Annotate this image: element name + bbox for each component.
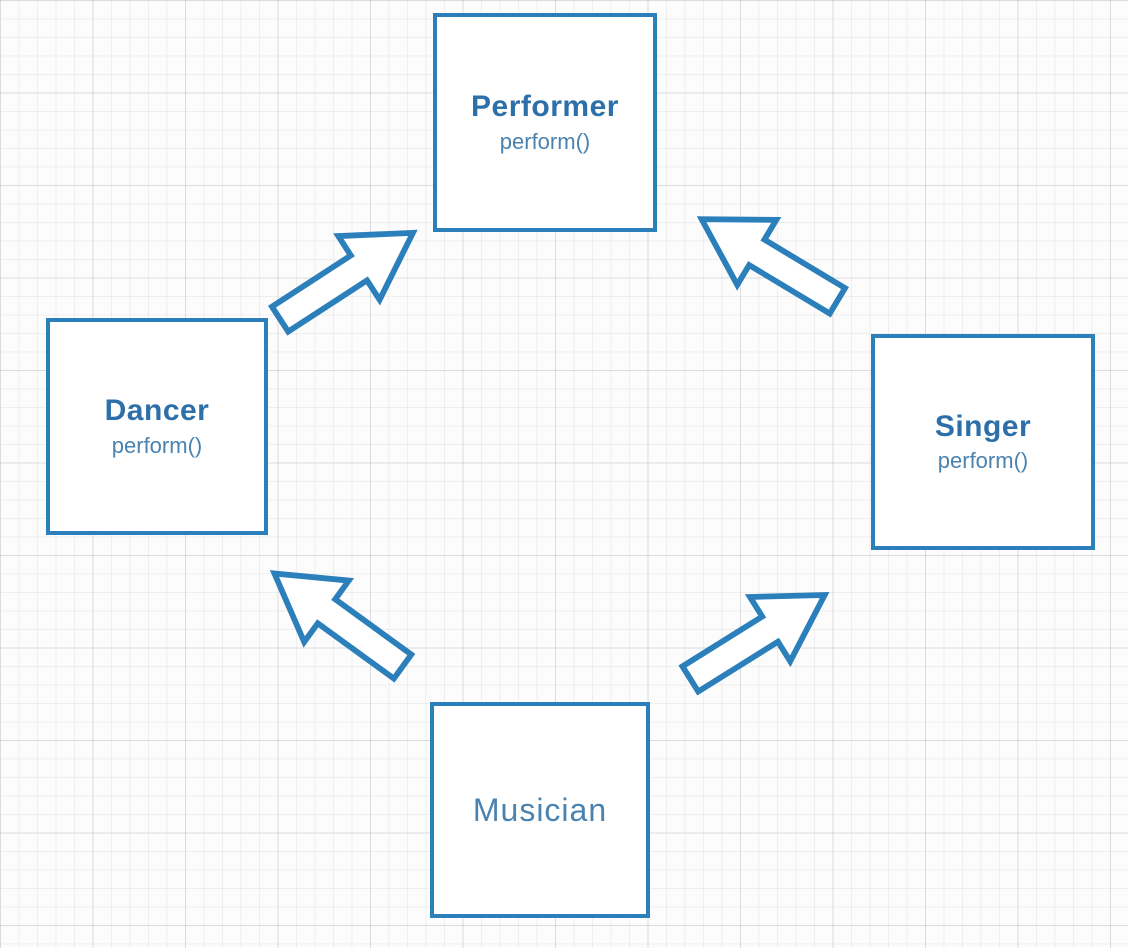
class-name-performer: Performer xyxy=(471,90,619,124)
arrow-musician-to-singer-icon[interactable] xyxy=(665,557,851,717)
class-name-dancer: Dancer xyxy=(104,394,210,428)
class-method-performer: perform() xyxy=(499,128,591,154)
class-name-musician: Musician xyxy=(472,791,608,828)
class-name-singer: Singer xyxy=(934,409,1032,443)
class-box-singer[interactable]: Singer perform() xyxy=(871,334,1095,550)
class-box-dancer[interactable]: Dancer perform() xyxy=(46,318,268,535)
class-method-singer: perform() xyxy=(937,448,1029,474)
arrow-singer-to-performer-icon[interactable] xyxy=(677,181,863,340)
class-method-dancer: perform() xyxy=(111,432,203,458)
arrow-musician-to-dancer-icon[interactable] xyxy=(246,537,430,704)
class-box-performer[interactable]: Performer perform() xyxy=(433,13,657,232)
arrow-dancer-to-performer-icon[interactable] xyxy=(254,195,439,357)
class-box-musician[interactable]: Musician xyxy=(430,702,650,918)
